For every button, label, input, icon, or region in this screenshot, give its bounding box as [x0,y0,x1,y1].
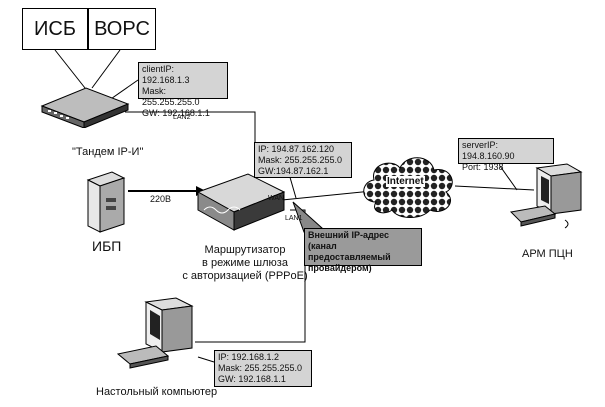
power-label: 220В [150,194,172,204]
router-label-line-1: Маршрутизатор [204,244,286,256]
internet-label: Internet [386,176,425,187]
wan-port-label: WAN [268,195,285,202]
external-note-line-1: Внешний IP-адрес [308,230,390,240]
wan-note-line-1: IP: 194.87.162.120 [258,144,335,154]
external-ip-note: Внешний IP-адрес (канал предоставляемый … [304,228,422,273]
router-label: Маршрутизатор в режиме шлюза с авторизац… [180,244,310,283]
lan2-port-label: LAN2 [173,114,191,121]
isb-box: ИСБ [22,8,88,50]
internet-cloud-icon [363,157,453,218]
pc-label: Настольный компьютер [96,386,218,398]
tandem-note-line-1: clientIP: 192.168.1.3 [142,64,190,85]
lan2-line [125,111,256,172]
lan1-port-label: LAN1 [285,215,303,222]
external-note-line-3: провайдером) [308,263,372,273]
tandem-device-icon [40,87,130,128]
vors-tandem-line [91,49,121,89]
tandem-label: "Тандем IP-И" [72,146,144,158]
arm-label: АРМ ПЦН [522,248,573,260]
internet-arm-line [454,185,535,191]
wan-note-line-2: Mask: 255.255.255.0 [258,155,343,165]
server-note-pointer [499,165,518,191]
isb-label: ИСБ [34,17,76,40]
wan-line [281,190,373,201]
vors-box: ВОРС [88,8,156,50]
pc-note-line-3: GW: 192.168.1.1 [218,374,286,384]
external-note-line-2: (канал предоставляемый [308,241,391,262]
pc-note-line-2: Mask: 255.255.255.0 [218,363,303,373]
tandem-note-line-3: GW: 192.168.1.1 [142,108,210,118]
wan-ip-note: IP: 194.87.162.120 Mask: 255.255.255.0 G… [254,142,352,178]
isb-tandem-line [54,49,86,89]
tandem-note-line-2: Mask: 255.255.255.0 [142,86,200,107]
desktop-pc-icon [116,297,194,369]
router-label-line-2: в режиме шлюза [202,257,288,269]
arm-workstation-icon [509,163,583,229]
pc-ip-note: IP: 192.168.1.2 Mask: 255.255.255.0 GW: … [214,350,312,387]
wan-note-line-3: GW:194.87.162.1 [258,166,329,176]
tandem-ip-note: clientIP: 192.168.1.3 Mask: 255.255.255.… [138,62,228,118]
pc-note-line-1: IP: 192.168.1.2 [218,352,280,362]
vors-label: ВОРС [94,17,150,40]
ups-device-icon [86,171,126,233]
router-label-line-3: с авторизацией (PPPoE) [182,270,308,282]
ups-label: ИБП [92,238,122,254]
server-ip-note: serverIP: 194.8.160.90 Port: 1938 [458,138,554,172]
router-device-icon [196,173,286,231]
server-note-line-2: Port: 1938 [462,162,504,172]
pc-note-pointer [197,356,215,363]
server-note-line-1: serverIP: 194.8.160.90 [462,140,515,161]
